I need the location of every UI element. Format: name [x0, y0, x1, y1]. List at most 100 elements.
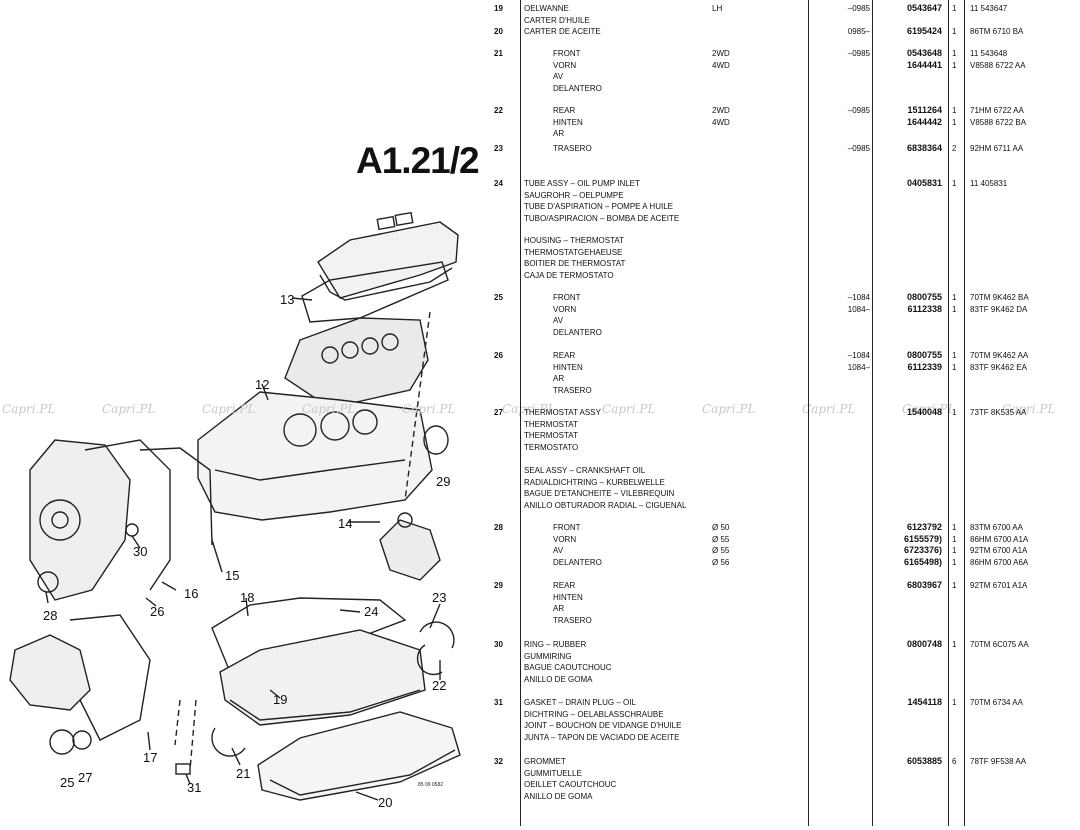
- quantity: 1: [952, 407, 956, 419]
- description-line: GUMMITUELLE: [524, 768, 582, 778]
- callout-31: 31: [187, 780, 202, 795]
- description-line: FRONT: [553, 293, 581, 302]
- page-title: A1.21/2: [356, 140, 480, 181]
- item-number: 28: [494, 523, 503, 532]
- date-range-line: [810, 60, 870, 72]
- date-range-line: 1084–: [847, 304, 870, 314]
- description-line: OEILLET CAOUTCHOUC: [524, 780, 617, 789]
- callout-24: 24: [364, 604, 379, 619]
- engineering-number: 92TM 6701 A1A: [970, 580, 1027, 592]
- part-number-line: 6803967: [906, 580, 942, 590]
- part-number-line: 0800755: [906, 350, 942, 360]
- date-range-line: 1084–: [847, 362, 870, 372]
- callout-28: 28: [43, 608, 58, 623]
- quantity: 1: [952, 639, 956, 651]
- description-line: DELANTERO: [553, 557, 602, 567]
- item-number: 26: [494, 351, 503, 360]
- quantity-line: 1: [952, 27, 957, 36]
- watermark-text: Capri.PL: [902, 402, 956, 416]
- quantity-line: 2: [952, 144, 957, 153]
- item-number: 21: [494, 49, 503, 58]
- engineering-number: 86TM 6710 BA: [970, 26, 1023, 38]
- part-number-line: 0543647: [906, 3, 942, 13]
- date-range: 0985–: [810, 26, 870, 38]
- description-line: THERMOSTAT: [524, 431, 578, 440]
- quantity-line: 1: [952, 534, 957, 544]
- item-number: 32: [494, 757, 503, 766]
- item-number: 19: [494, 4, 503, 13]
- part-number-line: 0800748: [906, 639, 942, 649]
- engineering-number-line: 92TM 6701 A1A: [970, 581, 1028, 590]
- description-line: JOINT – BOUCHON DE VIDANGE D'HUILE: [524, 721, 682, 730]
- quantity-line: 1: [952, 546, 957, 555]
- date-range: –0985: [810, 3, 870, 15]
- engine-illustration: 85 09 0582: [9, 211, 461, 801]
- quantity-line: 1: [952, 60, 957, 70]
- item-number: 20: [494, 27, 503, 36]
- item-description: GASKET – DRAIN PLUG – OIL DICHTRING – OEL…: [524, 697, 681, 743]
- description-line: TUBE D'ASPIRATION – POMPE A HUILE: [524, 202, 673, 211]
- description-line: TUBE ASSY – OIL PUMP INLET: [524, 179, 640, 188]
- engineering-number: 73TF 8K535 AA: [970, 407, 1026, 419]
- description-line: GASKET – DRAIN PLUG – OIL: [524, 698, 636, 707]
- item-number: 25: [494, 293, 503, 302]
- date-range-line: –1084: [847, 351, 870, 360]
- callout-25: 25: [60, 775, 75, 790]
- quantity-line: 1: [952, 117, 957, 127]
- part-number-line: 1454118: [907, 697, 942, 707]
- quantity-line: 1: [952, 523, 957, 532]
- description-line: HOUSING – THERMOSTAT: [524, 236, 625, 245]
- description-line: THERMOSTATGEHAEUSE: [524, 247, 623, 257]
- engineering-number: 78TF 9F538 AA: [970, 756, 1026, 768]
- watermark-text: Capri.PL: [602, 402, 656, 416]
- engineering-number-line: 92HM 6711 AA: [970, 144, 1024, 153]
- item-number: 27: [494, 408, 503, 417]
- quantity: 1: [952, 26, 956, 38]
- item-number: 24: [494, 179, 503, 188]
- part-number-line: 6123792: [906, 522, 942, 532]
- engineering-number: 70TM 6C075 AA: [970, 639, 1029, 651]
- part-number-line: 0543648: [906, 48, 942, 58]
- date-range: –0985: [810, 105, 870, 128]
- item-number: 29: [494, 581, 503, 590]
- engineering-number-line: 73TF 8K535 AA: [970, 408, 1027, 417]
- engineering-number: 70TM 6734 AA: [970, 697, 1023, 709]
- quantity-line: 6: [952, 757, 957, 766]
- description-line: DICHTRING – OELABLASSCHRAUBE: [524, 709, 664, 719]
- part-number: 6053885: [886, 756, 942, 768]
- part-number-line: 6165498): [903, 556, 942, 567]
- callout-27: 27: [78, 770, 93, 785]
- engineering-number-line: 71HM 6722 AA: [970, 106, 1024, 115]
- description-line: GUMMIRING: [524, 651, 572, 661]
- part-number-line: 6112338: [907, 303, 942, 314]
- description-line: AV: [553, 546, 564, 555]
- engineering-number-line: 86TM 6710 BA: [970, 27, 1024, 36]
- engineering-number-line: 11 543647: [970, 4, 1008, 13]
- description-line: RADIALDICHTRING – KURBELWELLE: [524, 477, 665, 487]
- description-line: FRONT: [553, 49, 581, 58]
- engineering-number-line: V8588 6722 AA: [970, 60, 1026, 70]
- date-range: –0985: [810, 48, 870, 71]
- engineering-number-line: 86HM 6700 A1A: [970, 534, 1029, 544]
- part-number-line: 0405831: [906, 178, 942, 188]
- description-line: THERMOSTAT: [524, 419, 578, 429]
- quantity-line: 1: [952, 557, 957, 567]
- quantity-line: 1: [952, 581, 957, 590]
- description-line: BAGUE D'ETANCHEITE – VILEBREQUIN: [524, 489, 675, 498]
- item-number: 23: [494, 144, 503, 153]
- watermark-text: Capri.PL: [2, 402, 56, 416]
- date-range-line: –0985: [847, 144, 870, 153]
- watermark-text: Capri.PL: [1002, 402, 1056, 416]
- callout-17: 17: [143, 750, 158, 765]
